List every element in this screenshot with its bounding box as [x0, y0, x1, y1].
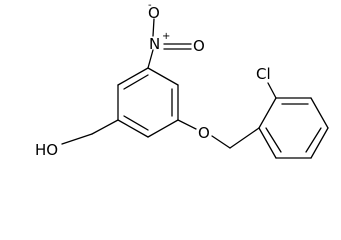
- hydroxyl-label: HO: [35, 141, 58, 159]
- bond-ring-b-inner-3: [265, 127, 282, 153]
- bond-ring-a-inner-1: [123, 74, 149, 90]
- bond-ring-a-5: [117, 119, 149, 138]
- bond-ring-a-inner-3: [123, 115, 149, 131]
- nitro-oxygen-top-label: O: [148, 4, 160, 22]
- bond-ring-chlorine: [267, 82, 277, 99]
- bond-ring-a-2: [147, 67, 179, 86]
- bond-ring-nitro: [147, 49, 154, 69]
- bond-ether-ch2: [211, 135, 231, 149]
- bond-ch2-oh: [61, 133, 93, 145]
- nitro-nitrogen-label: N: [149, 35, 160, 53]
- bond-nitro-o-top: [152, 18, 155, 37]
- bond-ring-a-4: [147, 119, 179, 138]
- bond-ring-b-1: [258, 97, 277, 129]
- bond-ring-b-3: [310, 97, 329, 129]
- bond-ring-b-inner-2: [305, 127, 322, 153]
- nitro-oxygen-right-label: O: [193, 37, 205, 55]
- nitro-charge-minus: -: [148, 0, 152, 11]
- structure-diagram: HO N + O - O O Cl: [35, 0, 329, 159]
- chlorine-label: Cl: [256, 65, 271, 83]
- bond-ring-b-6: [258, 127, 277, 159]
- bond-ch2-ring-b: [229, 127, 260, 149]
- nitro-charge-plus: +: [162, 31, 170, 42]
- bond-ring-a-1: [117, 67, 149, 86]
- bond-ch2-ring: [91, 119, 119, 135]
- bond-ring-b-4: [310, 127, 329, 159]
- bond-ring-ether: [177, 119, 197, 130]
- ether-oxygen-label: O: [198, 124, 210, 142]
